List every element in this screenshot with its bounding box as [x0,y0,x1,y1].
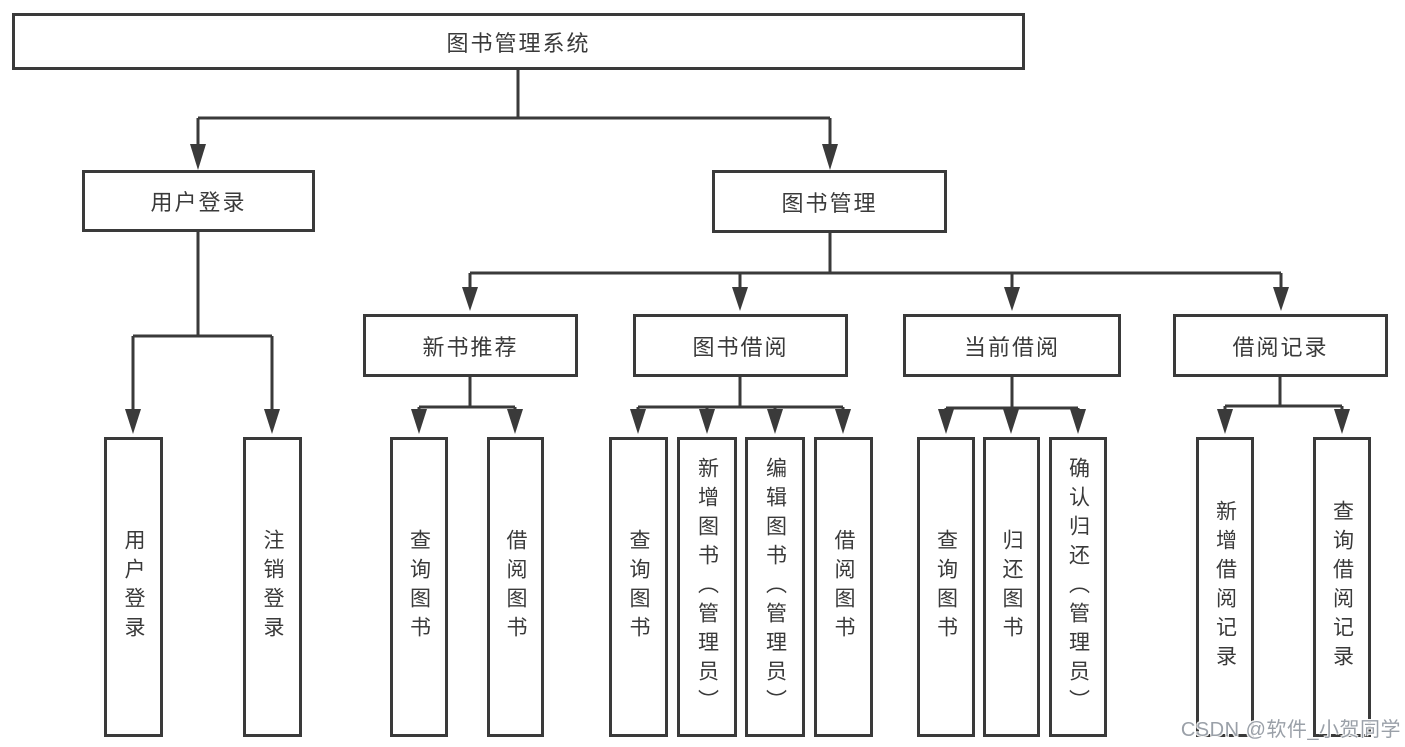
node-label: 图书管理系统 [446,30,591,56]
node-label: 查询借阅记录 [1330,500,1354,674]
node-label: 借阅记录 [1232,334,1329,360]
leaf-edit-book-admin: 编辑图书（管理员） [745,437,805,737]
leaf-borrow-books: 借阅图书 [814,437,873,737]
leaf-add-borrow-record: 新增借阅记录 [1196,437,1254,737]
node-user-login: 用户登录 [82,170,315,232]
node-book-management: 图书管理 [712,170,947,233]
leaf-return-book: 归还图书 [983,437,1040,737]
leaf-query-books-recommend: 查询图书 [390,437,448,737]
leaf-query-books-borrow: 查询图书 [609,437,668,737]
node-label: 图书借阅 [692,334,789,360]
leaf-user-login: 用户登录 [104,437,163,737]
connector-user-login-children [125,232,280,434]
connector-new-book-children [411,377,523,434]
node-label: 注销登录 [261,529,284,645]
leaf-confirm-return-admin: 确认归还（管理员） [1049,437,1107,737]
node-new-book-recommend: 新书推荐 [363,314,578,377]
node-label: 归还图书 [1000,529,1023,645]
leaf-logout: 注销登录 [243,437,302,737]
node-label: 用户登录 [122,529,145,645]
leaf-query-borrow-record: 查询借阅记录 [1313,437,1371,737]
leaf-query-books-current: 查询图书 [917,437,975,737]
node-library-management-system: 图书管理系统 [12,13,1025,70]
node-label: 查询图书 [934,529,958,645]
node-label: 确认归还（管理员） [1066,456,1090,718]
node-label: 新书推荐 [422,334,519,360]
csdn-watermark: CSDN @软件_小贺同学 [1180,719,1401,741]
connector-book-borrow-children [630,377,851,434]
node-borrow-records: 借阅记录 [1173,314,1388,377]
node-label: 新增借阅记录 [1213,500,1237,674]
leaf-borrow-books-recommend: 借阅图书 [487,437,544,737]
node-current-borrow: 当前借阅 [903,314,1121,377]
leaf-add-book-admin: 新增图书（管理员） [677,437,737,737]
node-label: 当前借阅 [963,334,1060,360]
node-label: 用户登录 [150,190,247,215]
node-label: 编辑图书（管理员） [763,456,787,718]
connector-borrow-record-children [1217,377,1350,434]
connector-current-borrow-children [938,377,1086,434]
node-label: 借阅图书 [504,529,527,645]
connector-book-management-children [462,233,1289,311]
node-book-borrow: 图书借阅 [633,314,848,377]
node-label: 图书管理 [781,190,878,216]
node-label: 查询图书 [407,529,431,645]
connector-root-to-level2 [190,70,838,170]
node-label: 新增图书（管理员） [695,456,719,718]
node-label: 借阅图书 [832,529,855,645]
node-label: 查询图书 [627,529,650,645]
